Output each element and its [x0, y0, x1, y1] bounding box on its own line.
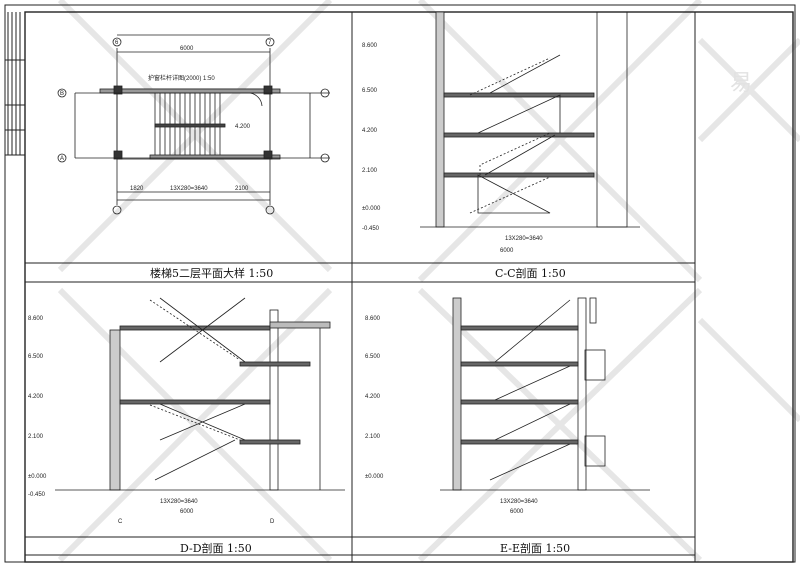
ee-elev-0: ±0.000 — [365, 474, 384, 480]
axis-c: C — [118, 519, 123, 525]
cc-elev-8600: 8.600 — [362, 43, 378, 49]
cc-dim-flight: 13X280=3640 — [505, 236, 543, 242]
title-dd: D-D剖面 1:50 — [180, 542, 252, 555]
section-cc — [420, 11, 640, 228]
plan-dim-total: 6000 — [180, 46, 194, 52]
plan-dim-left: 1820 — [130, 186, 144, 192]
section-ee — [440, 297, 650, 491]
ee-elev-2100: 2.100 — [365, 434, 381, 440]
title-plan: 楼梯5二层平面大样 1:50 — [150, 267, 274, 280]
dd-elev-neg: -0.450 — [28, 492, 46, 498]
plan-rail-note: 护窗栏杆详图(2000) 1:50 — [148, 74, 215, 82]
cc-dim-total: 6000 — [500, 248, 514, 254]
axis-d: D — [270, 519, 275, 525]
cc-elev-0: ±0.000 — [362, 206, 381, 212]
cc-elev-4200: 4.200 — [362, 128, 378, 134]
section-dd — [55, 297, 345, 491]
dd-dim-flight: 13X280=3640 — [160, 499, 198, 505]
dd-elev-4200: 4.200 — [28, 394, 44, 400]
dd-elev-0: ±0.000 — [28, 474, 47, 480]
title-ee: E-E剖面 1:50 — [500, 542, 571, 555]
title-cc: C-C剖面 1:50 — [495, 267, 566, 280]
axis-b: B — [60, 91, 64, 97]
ee-elev-4200: 4.200 — [365, 394, 381, 400]
plan-dim-flight: 13X280=3640 — [170, 186, 208, 192]
plan-landing-elev: 4.200 — [235, 124, 251, 130]
ee-dim-total: 6000 — [510, 509, 524, 515]
axis-6: 6 — [115, 40, 119, 46]
ee-elev-8600: 8.600 — [365, 316, 381, 322]
cc-elev-2100: 2.100 — [362, 168, 378, 174]
dd-dim-total: 6000 — [180, 509, 194, 515]
dd-elev-8600: 8.600 — [28, 316, 44, 322]
ee-dim-flight: 13X280=3640 — [500, 499, 538, 505]
stair-plan — [57, 34, 330, 215]
dd-elev-2100: 2.100 — [28, 434, 44, 440]
dd-elev-6500: 6.500 — [28, 354, 44, 360]
watermark-text: 易 — [730, 70, 752, 95]
cc-elev-6500: 6.500 — [362, 88, 378, 94]
axis-7: 7 — [268, 40, 272, 46]
axis-a: A — [60, 156, 64, 162]
ee-elev-6500: 6.500 — [365, 354, 381, 360]
sheet-frame — [4, 4, 796, 563]
cc-elev-neg: -0.450 — [362, 226, 380, 232]
plan-dim-right: 2100 — [235, 186, 249, 192]
